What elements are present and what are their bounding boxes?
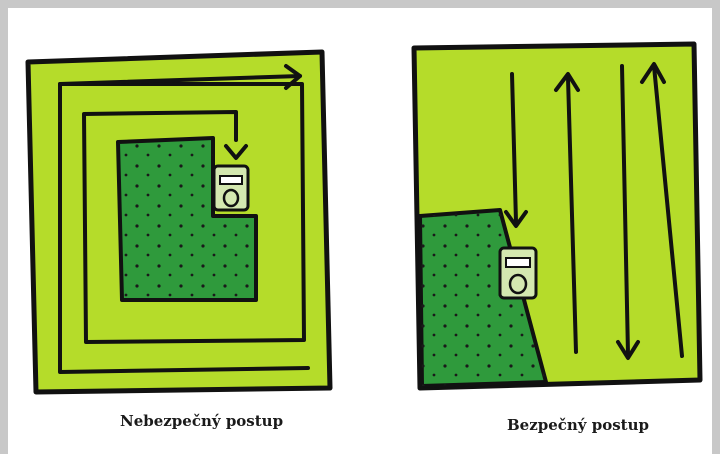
tractor-icon bbox=[214, 166, 248, 210]
unsafe-diagram bbox=[28, 52, 330, 392]
tractor-icon bbox=[500, 248, 536, 298]
caption-unsafe: Nebezpečný postup bbox=[120, 412, 283, 430]
safe-diagram bbox=[414, 44, 700, 388]
caption-safe: Bezpečný postup bbox=[507, 416, 649, 434]
